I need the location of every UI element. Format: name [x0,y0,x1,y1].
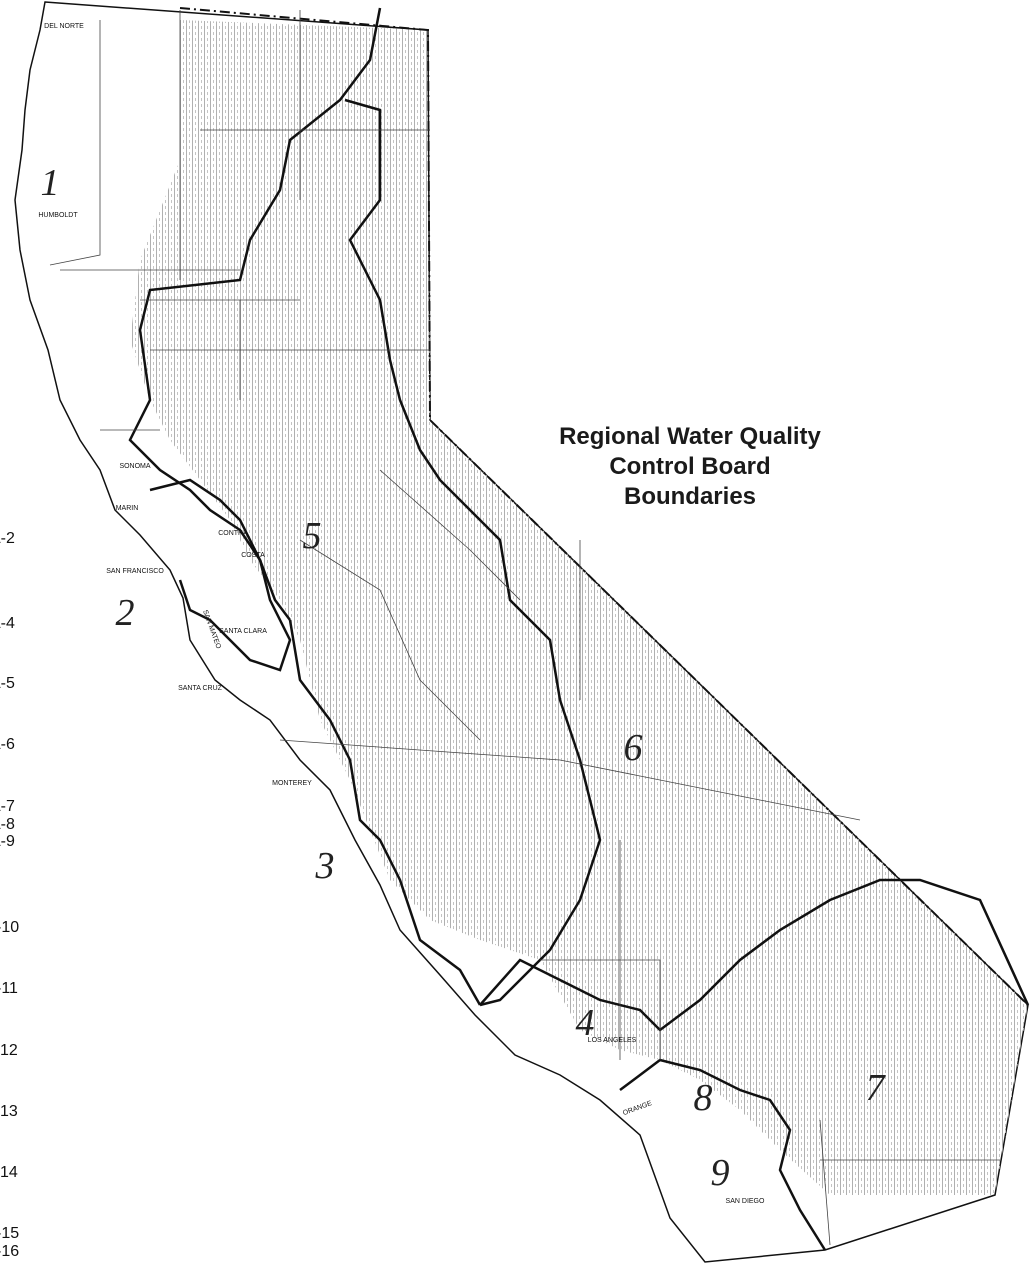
region-boundary-3-5 [288,619,482,1006]
page-refs: A-2 A-4 A-5 A-6 A-7 A-8 A-9 -10 -11 12 1… [0,530,19,1260]
region-number-5: 5 [303,515,322,557]
state-boundary-east [179,7,1029,1006]
region-boundary-5-6 [344,98,602,1007]
region-number-4: 4 [576,1002,595,1044]
region-numbers: 1 2 3 4 5 6 7 8 9 [41,162,887,1194]
county-label-san-diego: SAN DIEGO [726,1198,765,1205]
county-label-santa-cruz: SANTA CRUZ [178,685,223,692]
county-label-contra: CONTRA [218,530,248,537]
title-line-2: Control Board [609,453,770,480]
title-line-3: Boundaries [624,483,756,510]
map-title: Regional Water Quality Control Board Bou… [559,423,821,510]
region-number-7: 7 [866,1067,887,1109]
region-boundary-4-6-7 [479,878,1030,1032]
region-boundary-2 [149,478,292,672]
page-ref: -10 [0,919,19,936]
county-label-monterey: MONTEREY [272,780,312,787]
county-label-sonoma: SONOMA [119,463,150,470]
page-ref: A-9 [0,833,15,850]
county-label-santa-clara: SANTA CLARA [219,628,267,635]
county-label-costa: COSTA [241,552,265,559]
county-label-marin: MARIN [116,505,139,512]
county-label-del-norte: DEL NORTE [44,23,84,30]
region-boundary-1-5 [128,7,382,621]
page-ref: 13 [0,1103,18,1120]
page-ref: 14 [0,1164,18,1181]
region-boundary-8-9 [619,1058,827,1251]
title-line-1: Regional Water Quality [559,423,821,450]
page-ref: 12 [0,1042,18,1059]
region-number-6: 6 [624,727,643,769]
page-ref: A-7 [0,798,15,815]
page-ref: A-8 [0,816,15,833]
page-ref: -16 [0,1243,19,1260]
page-ref: -11 [0,980,18,997]
region-number-8: 8 [694,1077,713,1119]
county-label-san-francisco: SAN FRANCISCO [106,568,164,575]
region-number-9: 9 [711,1152,730,1194]
page-ref: -15 [0,1225,19,1242]
county-label-los-angeles: LOS ANGELES [588,1037,637,1044]
region-number-3: 3 [315,845,335,887]
stippled-interior [130,20,1028,1195]
page-ref: A-2 [0,530,15,547]
page-ref: A-6 [0,736,15,753]
page-ref: A-4 [0,615,15,632]
region-number-2: 2 [116,592,135,634]
region-number-1: 1 [41,162,60,204]
county-label-humboldt: HUMBOLDT [38,212,78,219]
page-ref: A-5 [0,675,15,692]
county-lines [49,10,1000,1246]
